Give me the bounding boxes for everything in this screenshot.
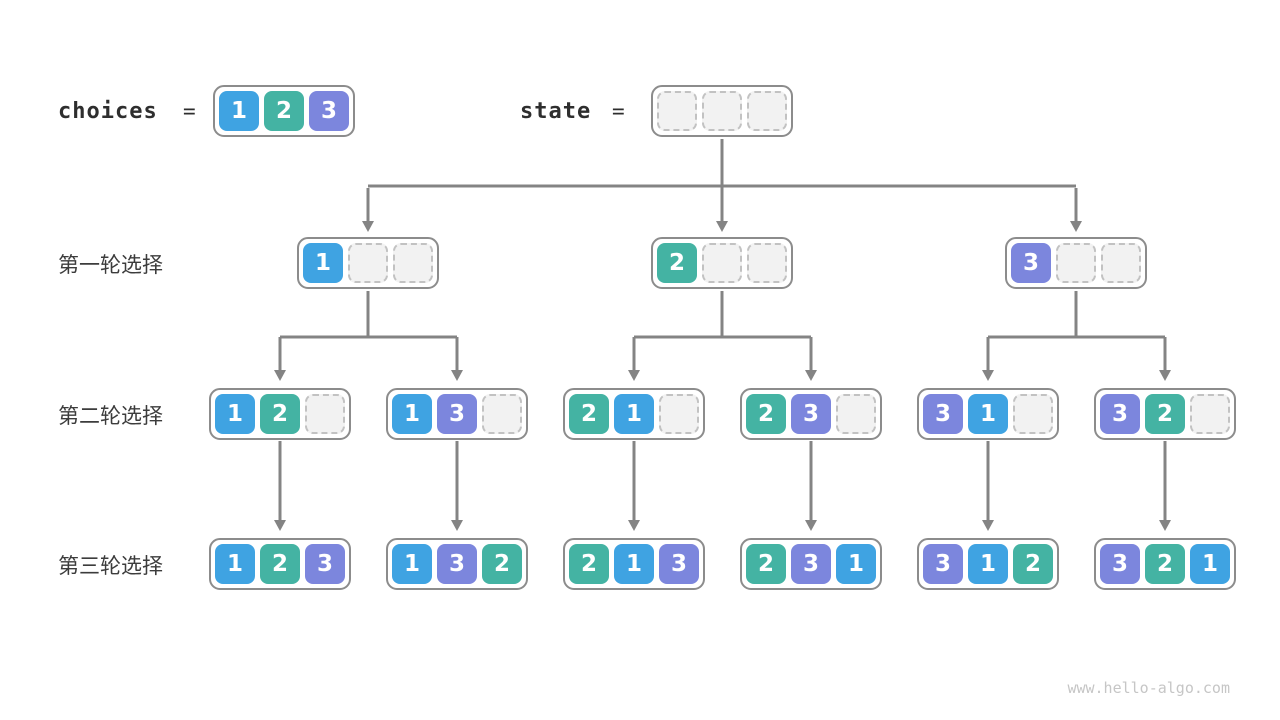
round3-label: 第三轮选择 bbox=[58, 555, 163, 578]
array-cell-1: 1 bbox=[392, 544, 432, 584]
array-cell-1: 1 bbox=[968, 544, 1008, 584]
array-cell-1: 1 bbox=[836, 544, 876, 584]
array-cell-3: 3 bbox=[923, 394, 963, 434]
array-cell-2: 2 bbox=[569, 394, 609, 434]
array-cell-2: 2 bbox=[260, 394, 300, 434]
array-cell-1: 1 bbox=[392, 394, 432, 434]
array-cell-2: 2 bbox=[746, 544, 786, 584]
array-cell-2: 2 bbox=[260, 544, 300, 584]
array-empty-cell bbox=[1056, 243, 1096, 283]
choices-array: 1 2 3 bbox=[213, 85, 355, 137]
state-array bbox=[651, 85, 793, 137]
round1-label: 第一轮选择 bbox=[58, 254, 163, 277]
state-label: state bbox=[520, 98, 592, 124]
array-cell-1: 1 bbox=[215, 544, 255, 584]
state-equals-sign: = bbox=[612, 99, 625, 123]
array-empty-cell bbox=[1101, 243, 1141, 283]
array-cell-2: 2 bbox=[657, 243, 697, 283]
array-empty-cell bbox=[659, 394, 699, 434]
array-cell-2: 2 bbox=[1145, 394, 1185, 434]
array-cell-3: 3 bbox=[791, 544, 831, 584]
state-empty-cell bbox=[702, 91, 742, 131]
array-cell-2: 2 bbox=[1145, 544, 1185, 584]
choices-cell-2: 2 bbox=[264, 91, 304, 131]
array-empty-cell bbox=[836, 394, 876, 434]
array-cell-2: 2 bbox=[482, 544, 522, 584]
array-empty-cell bbox=[1190, 394, 1230, 434]
array-empty-cell bbox=[747, 243, 787, 283]
array-empty-cell bbox=[393, 243, 433, 283]
array-empty-cell bbox=[348, 243, 388, 283]
round2-label: 第二轮选择 bbox=[58, 405, 163, 428]
array-empty-cell bbox=[1013, 394, 1053, 434]
array-cell-3: 3 bbox=[923, 544, 963, 584]
array-cell-3: 3 bbox=[791, 394, 831, 434]
state-node-round1: 1 bbox=[297, 237, 439, 289]
state-node-round1: 2 bbox=[651, 237, 793, 289]
array-cell-1: 1 bbox=[215, 394, 255, 434]
array-cell-3: 3 bbox=[1011, 243, 1051, 283]
array-cell-1: 1 bbox=[614, 544, 654, 584]
state-node-round1: 3 bbox=[1005, 237, 1147, 289]
choices-label: choices bbox=[58, 98, 158, 124]
choices-cell-1: 1 bbox=[219, 91, 259, 131]
array-empty-cell bbox=[305, 394, 345, 434]
watermark: www.hello-algo.com bbox=[1067, 679, 1230, 697]
array-cell-2: 2 bbox=[746, 394, 786, 434]
choices-cell-3: 3 bbox=[309, 91, 349, 131]
array-empty-cell bbox=[702, 243, 742, 283]
array-cell-2: 2 bbox=[1013, 544, 1053, 584]
array-cell-1: 1 bbox=[303, 243, 343, 283]
state-empty-cell bbox=[747, 91, 787, 131]
array-empty-cell bbox=[482, 394, 522, 434]
array-cell-2: 2 bbox=[569, 544, 609, 584]
array-cell-1: 1 bbox=[1190, 544, 1230, 584]
array-cell-3: 3 bbox=[437, 394, 477, 434]
choices-equals-sign: = bbox=[183, 99, 196, 123]
array-cell-3: 3 bbox=[305, 544, 345, 584]
state-empty-cell bbox=[657, 91, 697, 131]
array-cell-1: 1 bbox=[968, 394, 1008, 434]
array-cell-3: 3 bbox=[1100, 544, 1140, 584]
array-cell-1: 1 bbox=[614, 394, 654, 434]
array-cell-3: 3 bbox=[1100, 394, 1140, 434]
array-cell-3: 3 bbox=[659, 544, 699, 584]
array-cell-3: 3 bbox=[437, 544, 477, 584]
